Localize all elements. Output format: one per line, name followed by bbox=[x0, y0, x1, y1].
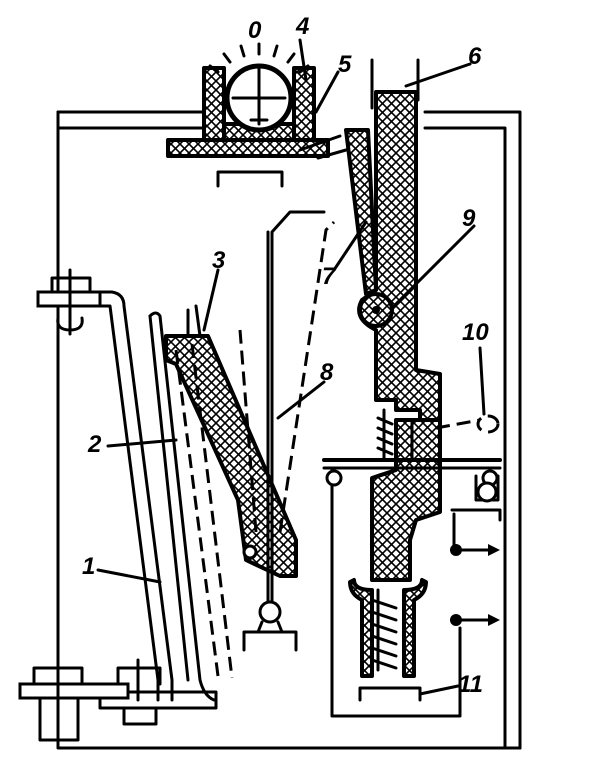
coil-bracket-11 bbox=[358, 686, 422, 702]
coil-frame bbox=[330, 468, 462, 718]
spring-cup-right bbox=[402, 578, 428, 678]
label-0: 0 bbox=[248, 17, 262, 44]
housing-right bbox=[423, 110, 522, 750]
flag-bracket bbox=[242, 630, 298, 652]
label-3: 3 bbox=[212, 247, 226, 274]
contact-roller bbox=[476, 481, 498, 503]
contact-bar bbox=[322, 414, 502, 522]
contact-arm bbox=[450, 508, 502, 522]
heater-2-inner bbox=[148, 314, 190, 682]
label-1: 1 bbox=[82, 553, 95, 580]
terminal-lower bbox=[450, 614, 462, 626]
leader-11 bbox=[418, 684, 460, 696]
leader-3 bbox=[202, 268, 220, 332]
leader-5 bbox=[314, 70, 340, 114]
heaters bbox=[94, 290, 234, 710]
upper-terminal-washer bbox=[56, 316, 84, 332]
leader-9 bbox=[390, 224, 476, 310]
contact-10-dashed bbox=[476, 414, 500, 434]
label-11: 11 bbox=[458, 671, 483, 698]
leader-2 bbox=[106, 438, 178, 448]
leader-lines bbox=[96, 38, 486, 696]
plunger-assembly bbox=[330, 408, 462, 718]
housing bbox=[56, 110, 522, 750]
housing-top-left bbox=[56, 110, 214, 130]
leader-6 bbox=[404, 62, 472, 88]
label-7: 7 bbox=[322, 263, 337, 290]
heater-2-outer bbox=[148, 311, 216, 702]
housing-right-inner bbox=[423, 126, 507, 750]
contact-dashed-arm bbox=[435, 418, 481, 430]
lamp-contact-bracket bbox=[216, 170, 284, 188]
flag-dashed-left bbox=[238, 329, 258, 533]
lower-terminal-post-1 bbox=[38, 696, 80, 742]
leader-4 bbox=[298, 38, 308, 82]
link-bracket bbox=[298, 134, 348, 160]
flag-pivot bbox=[258, 600, 282, 624]
labels: 0 4 5 6 9 3 7 10 8 2 1 11 bbox=[82, 13, 489, 698]
terminal-upper-left bbox=[36, 268, 102, 336]
output-terminals bbox=[450, 512, 500, 626]
plunger-body bbox=[370, 418, 442, 582]
leader-8 bbox=[276, 380, 326, 420]
lamp-socket-right bbox=[292, 66, 316, 142]
label-2: 2 bbox=[87, 431, 102, 458]
heater-2-dashed-b bbox=[190, 343, 234, 679]
arrow-lower-head bbox=[488, 614, 500, 626]
label-4: 4 bbox=[295, 13, 309, 40]
label-9: 9 bbox=[462, 205, 476, 232]
label-6: 6 bbox=[468, 43, 482, 70]
lower-busbar bbox=[98, 690, 218, 710]
armature-lever bbox=[298, 58, 442, 422]
label-10: 10 bbox=[462, 319, 489, 346]
leader-1 bbox=[96, 568, 162, 584]
upper-spring bbox=[376, 408, 394, 462]
leader-10 bbox=[478, 346, 486, 416]
spring-cup-left bbox=[348, 578, 374, 678]
arrow-upper-head bbox=[488, 544, 500, 556]
label-8: 8 bbox=[320, 359, 334, 386]
lower-terminal-post-2 bbox=[122, 706, 158, 726]
lamp-filament bbox=[231, 66, 287, 126]
lower-spring bbox=[370, 588, 398, 672]
terminal-upper bbox=[450, 544, 462, 556]
housing-left-bottom bbox=[56, 126, 522, 750]
terminal-lower-left bbox=[18, 658, 162, 742]
heater-1-outer bbox=[94, 290, 174, 702]
bimetal-assembly bbox=[164, 210, 336, 652]
lower-terminal-plate bbox=[18, 682, 130, 700]
signal-lamp bbox=[166, 42, 330, 188]
lamp-rays bbox=[208, 42, 310, 74]
leader-7 bbox=[332, 220, 368, 272]
heater-2-dashed-a bbox=[174, 349, 220, 677]
flag-rod-8 bbox=[266, 210, 326, 610]
heater-1-inner bbox=[94, 304, 160, 702]
lamp-socket-left bbox=[202, 66, 226, 142]
bimetal-pin bbox=[242, 544, 258, 560]
flag-dashed-right bbox=[278, 220, 336, 533]
flag-bracket-legs bbox=[256, 620, 284, 634]
pivot-pin bbox=[372, 306, 380, 314]
contact-left bbox=[325, 469, 343, 487]
link-rod-7 bbox=[344, 128, 378, 296]
bimetal-tab bbox=[186, 304, 202, 338]
label-5: 5 bbox=[338, 51, 352, 78]
